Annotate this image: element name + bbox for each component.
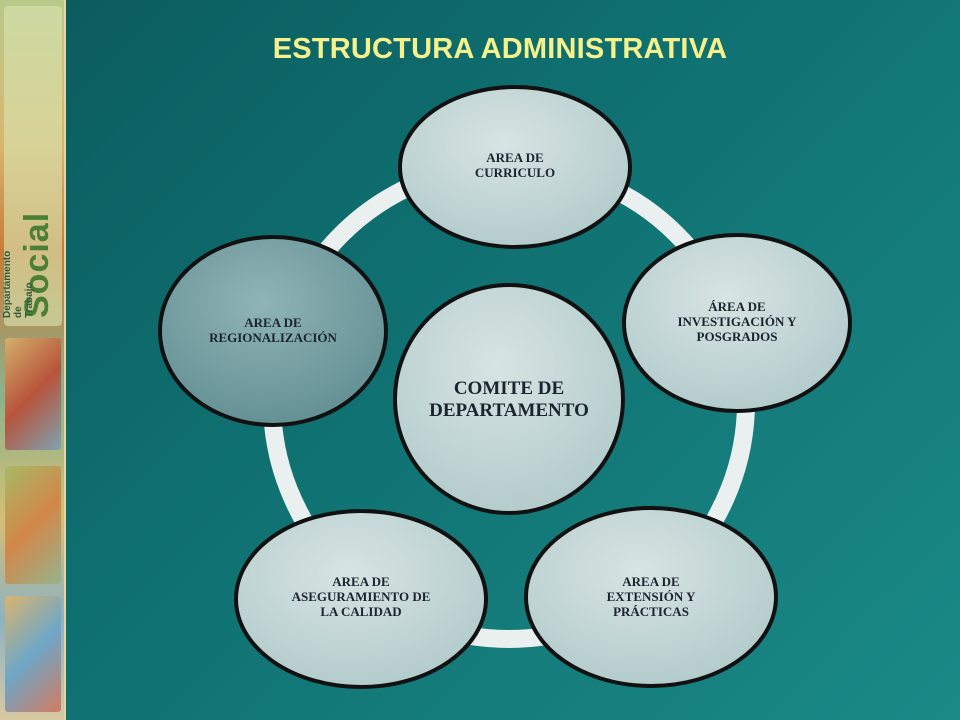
department-banner-text: Departamento de Trabajo [2, 250, 35, 318]
node-curriculo-label: AREA DE CURRICULO [474, 150, 556, 180]
department-banner: Social Departamento de Trabajo [0, 0, 66, 720]
node-regionalizacion-label: AREA DE REGIONALIZACIÓN [209, 315, 337, 345]
node-calidad-label: AREA DE ASEGURAMIENTO DE LA CALIDAD [291, 574, 431, 619]
banner-illustration-2 [5, 466, 61, 584]
node-investigacion-label: ÁREA DE INVESTIGACIÓN Y POSGRADOS [677, 299, 797, 344]
page-title: ESTRUCTURA ADMINISTRATIVA [272, 33, 728, 65]
node-extension-label: AREA DE EXTENSIÓN Y PRÁCTICAS [606, 574, 696, 619]
banner-illustration-1 [5, 338, 61, 450]
banner-illustration-3 [5, 596, 61, 712]
center-node-label: COMITE DE DEPARTAMENTO [429, 378, 589, 421]
banner-brand-area [4, 6, 62, 326]
